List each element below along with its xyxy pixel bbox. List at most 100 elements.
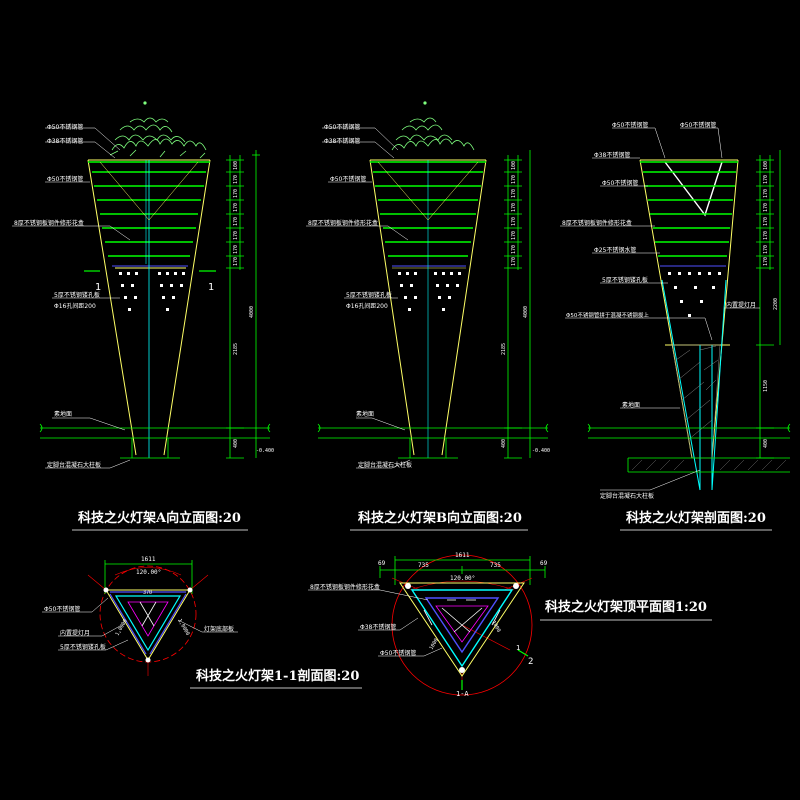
title-section-1-1: 科技之火灯架1-1剖面图:20	[196, 668, 359, 684]
label-pipe-4-section: Φ50不锈钢管拼于混凝不锈钢拔上	[566, 311, 649, 319]
label-hole-plate-b: 5厚不锈钢镂孔板	[346, 291, 392, 299]
svg-text:170: 170	[233, 189, 239, 198]
label-base-plate-1-1: 灯架底部板	[204, 625, 234, 633]
label-hole-plate-section: 5厚不锈钢镂孔板	[602, 276, 648, 284]
inner-triangle-top-plan	[410, 589, 514, 668]
outer-triangle-1-1	[105, 589, 191, 661]
dim-end-right-top-plan: 69	[540, 560, 548, 567]
svg-text:170: 170	[233, 245, 239, 254]
inner-triangle-1-1	[114, 595, 182, 652]
dim-lines-section	[756, 150, 781, 459]
svg-text:170: 170	[233, 175, 239, 184]
dim-seg-left-top-plan: 735	[418, 562, 429, 569]
circle-top-plan	[391, 554, 533, 696]
svg-text:2185: 2185	[501, 343, 507, 355]
dim-width-top-plan: 1611	[455, 552, 470, 559]
label-foundation-a: 定脚台混凝石大柱板	[47, 461, 101, 469]
dims-b: 100 170 170 170 170 170 170 170 4000 218…	[501, 161, 550, 454]
elevation-a: Φ50不锈钢管 Φ38不锈钢管 Φ50不锈钢管 8厚不锈钢板钢件修形花盒 5厚不…	[12, 101, 274, 531]
dim-end-left-top-plan: 69	[378, 560, 386, 567]
core-triangle-1-1	[127, 601, 169, 637]
svg-text:100: 100	[233, 161, 239, 170]
label-pipe-mid-b: Φ38不锈钢管	[324, 137, 360, 145]
svg-text:170: 170	[511, 231, 517, 240]
dim-angle-1-1: 120.00°	[136, 569, 161, 576]
svg-text:1150: 1150	[763, 380, 769, 392]
mark-1-top-plan: 1	[516, 644, 520, 652]
svg-text:2200: 2200	[773, 298, 779, 310]
label-inner-light-section: 内置提灯月	[726, 301, 756, 309]
svg-text:100: 100	[511, 161, 517, 170]
title-top-plan: 科技之火灯架顶平面图1:20	[545, 599, 707, 615]
plates-1-1	[109, 591, 187, 655]
dims-section: 100 170 170 170 170 170 170 170 2200 115…	[763, 161, 779, 448]
label-pipe-2-top-plan: Φ50不锈钢管	[380, 649, 416, 657]
svg-text:4000: 4000	[249, 306, 255, 318]
label-pipe-2-section: Φ50不锈钢管	[602, 179, 638, 187]
svg-text:170: 170	[763, 245, 769, 254]
nodes-top-plan	[405, 583, 519, 673]
dim-inner-1-1: 370	[143, 590, 152, 596]
leaders-a	[12, 127, 131, 469]
title-elevation-a: 科技之火灯架A向立面图:20	[78, 510, 241, 526]
holes-a	[119, 272, 185, 311]
foliage-b	[391, 101, 475, 151]
svg-text:170: 170	[511, 257, 517, 266]
label-pipe-top-right-section: Φ50不锈钢管	[680, 121, 716, 129]
rings-section	[640, 161, 738, 257]
dim-lines-top-plan	[379, 556, 546, 585]
label-pipe-1-section: Φ38不锈钢管	[594, 151, 630, 159]
red-guides-1-1	[87, 574, 209, 676]
outer-triangle-top-plan	[399, 582, 525, 677]
svg-text:4000: 4000	[523, 306, 529, 318]
plate-triangle-top-plan	[424, 597, 500, 654]
section-view: Φ50不锈钢管 Φ50不锈钢管 Φ38不锈钢管 Φ50不锈钢管 8厚不锈钢板钢件…	[560, 121, 791, 531]
section-1-1-view: 1611 120.00° 370 1,0000 1,0000 Φ50不锈钢管 内…	[42, 556, 362, 689]
mark-2-top-plan: 2	[528, 657, 533, 667]
svg-text:-0.400: -0.400	[256, 448, 274, 454]
svg-text:170: 170	[763, 257, 769, 266]
title-section: 科技之火灯架剖面图:20	[626, 510, 766, 526]
svg-text:-0.400: -0.400	[532, 448, 550, 454]
label-pipe-ring-a: Φ50不锈钢管	[47, 175, 83, 183]
svg-text:170: 170	[233, 217, 239, 226]
foliage-a	[109, 101, 207, 159]
inner-tube-section	[661, 279, 727, 491]
label-ground-b: 素地面	[356, 410, 374, 418]
svg-text:2185: 2185	[233, 343, 239, 355]
leaders-section	[560, 127, 760, 491]
svg-text:100: 100	[763, 161, 769, 170]
dim-angle-top-plan: 120.00°	[450, 575, 475, 582]
inner-lines-1-1	[139, 601, 157, 627]
dim-lines-b	[504, 150, 531, 459]
label-hole-spec-b: Φ16孔间距200	[346, 302, 388, 310]
mark-1a-top-plan: 1-A	[456, 690, 469, 698]
label-hole-plate-1-1: 5厚不锈钢镂孔板	[60, 643, 106, 651]
label-ground-a: 素地面	[54, 410, 72, 418]
v-lines-a	[99, 161, 199, 221]
svg-text:170: 170	[511, 245, 517, 254]
svg-text:170: 170	[233, 257, 239, 266]
elevation-b: Φ50不锈钢管 Φ38不锈钢管 Φ50不锈钢管 8厚不锈钢板钢件修形花盒 5厚不…	[306, 101, 550, 531]
dim-lines-a	[226, 150, 260, 459]
label-plate-note-top-plan: 8厚不锈钢板钢件修形花盒	[310, 583, 380, 591]
section-mark-left-a: 1	[95, 282, 101, 293]
core-triangle-top-plan	[435, 605, 489, 643]
label-hole-spec-a: Φ16孔间距200	[54, 302, 96, 310]
svg-text:170: 170	[763, 189, 769, 198]
label-pipe-top-a: Φ50不锈钢管	[47, 123, 83, 131]
label-ground-section: 素地面	[622, 401, 640, 409]
label-plate-note-b: 8厚不锈钢板钢件修形花盒	[308, 219, 378, 227]
label-pipe-mid-a: Φ38不锈钢管	[47, 137, 83, 145]
holes-b	[398, 272, 461, 311]
label-foundation-section: 定脚台混凝石大柱板	[600, 492, 654, 500]
dim-side-left-top-plan: 1000	[429, 638, 440, 651]
svg-text:170: 170	[233, 231, 239, 240]
svg-text:170: 170	[763, 231, 769, 240]
v-insert-section	[664, 161, 723, 217]
dim-seg-right-top-plan: 735	[490, 562, 501, 569]
label-plate-note-section: 8厚不锈钢板钢件修形花盒	[562, 219, 632, 227]
svg-text:170: 170	[511, 217, 517, 226]
